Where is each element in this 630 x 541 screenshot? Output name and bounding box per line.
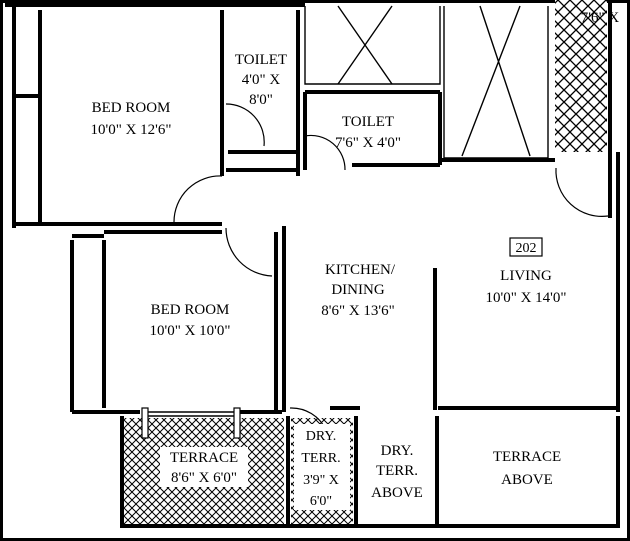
toilet-2-size: 7'6" X 4'0" [335,135,401,151]
toilet-1-size-line2: 8'0" [249,92,273,108]
dry-terrace-above-line3: ABOVE [371,485,423,501]
toilet-1-size-line1: 4'0" X [242,72,281,88]
terrace-label: TERRACE [170,450,238,466]
bed-room-1-label: BED ROOM [92,100,171,116]
toilet-1-label: TOILET [235,52,287,68]
unit-number-box [509,237,543,257]
terrace-label-group: TERRACE 8'6" X 6'0" [160,447,248,487]
door-swings [173,103,609,431]
kitchen-size: 8'6" X 13'6" [321,303,394,319]
living-label: LIVING [500,268,552,284]
unit-number: 202 [516,241,537,256]
terrace-above-line2: ABOVE [501,472,553,488]
dry-terrace-above-line1: DRY. [381,443,414,459]
kitchen-label-line1: KITCHEN/ [325,262,396,278]
toilet-2-label: TOILET [342,114,394,130]
bed-room-2-label: BED ROOM [151,302,230,318]
window-jambs [141,407,241,439]
kitchen-label-line2: DINING [331,282,384,298]
duct-hatch [555,0,607,152]
dry-terrace-label-group: DRY. TERR. 3'9" X 6'0" [294,424,350,510]
bed-room-2-size: 10'0" X 10'0" [150,323,231,339]
dry-terrace-line1: DRY. [306,429,336,444]
terrace-above-line1: TERRACE [493,449,561,465]
dry-terrace-line2: TERR. [301,451,340,466]
dry-terrace-line3: 3'9" X [303,473,339,488]
dry-terrace-above-line2: TERR. [376,463,418,479]
dry-terrace-line4: 6'0" [310,494,332,509]
walls [5,0,620,528]
bed-room-1-size: 10'0" X 12'6" [91,122,172,138]
terrace-size: 8'6" X 6'0" [171,470,237,486]
top-right-partial-size: 7'6" X [581,10,620,26]
living-size: 10'0" X 14'0" [486,290,567,306]
